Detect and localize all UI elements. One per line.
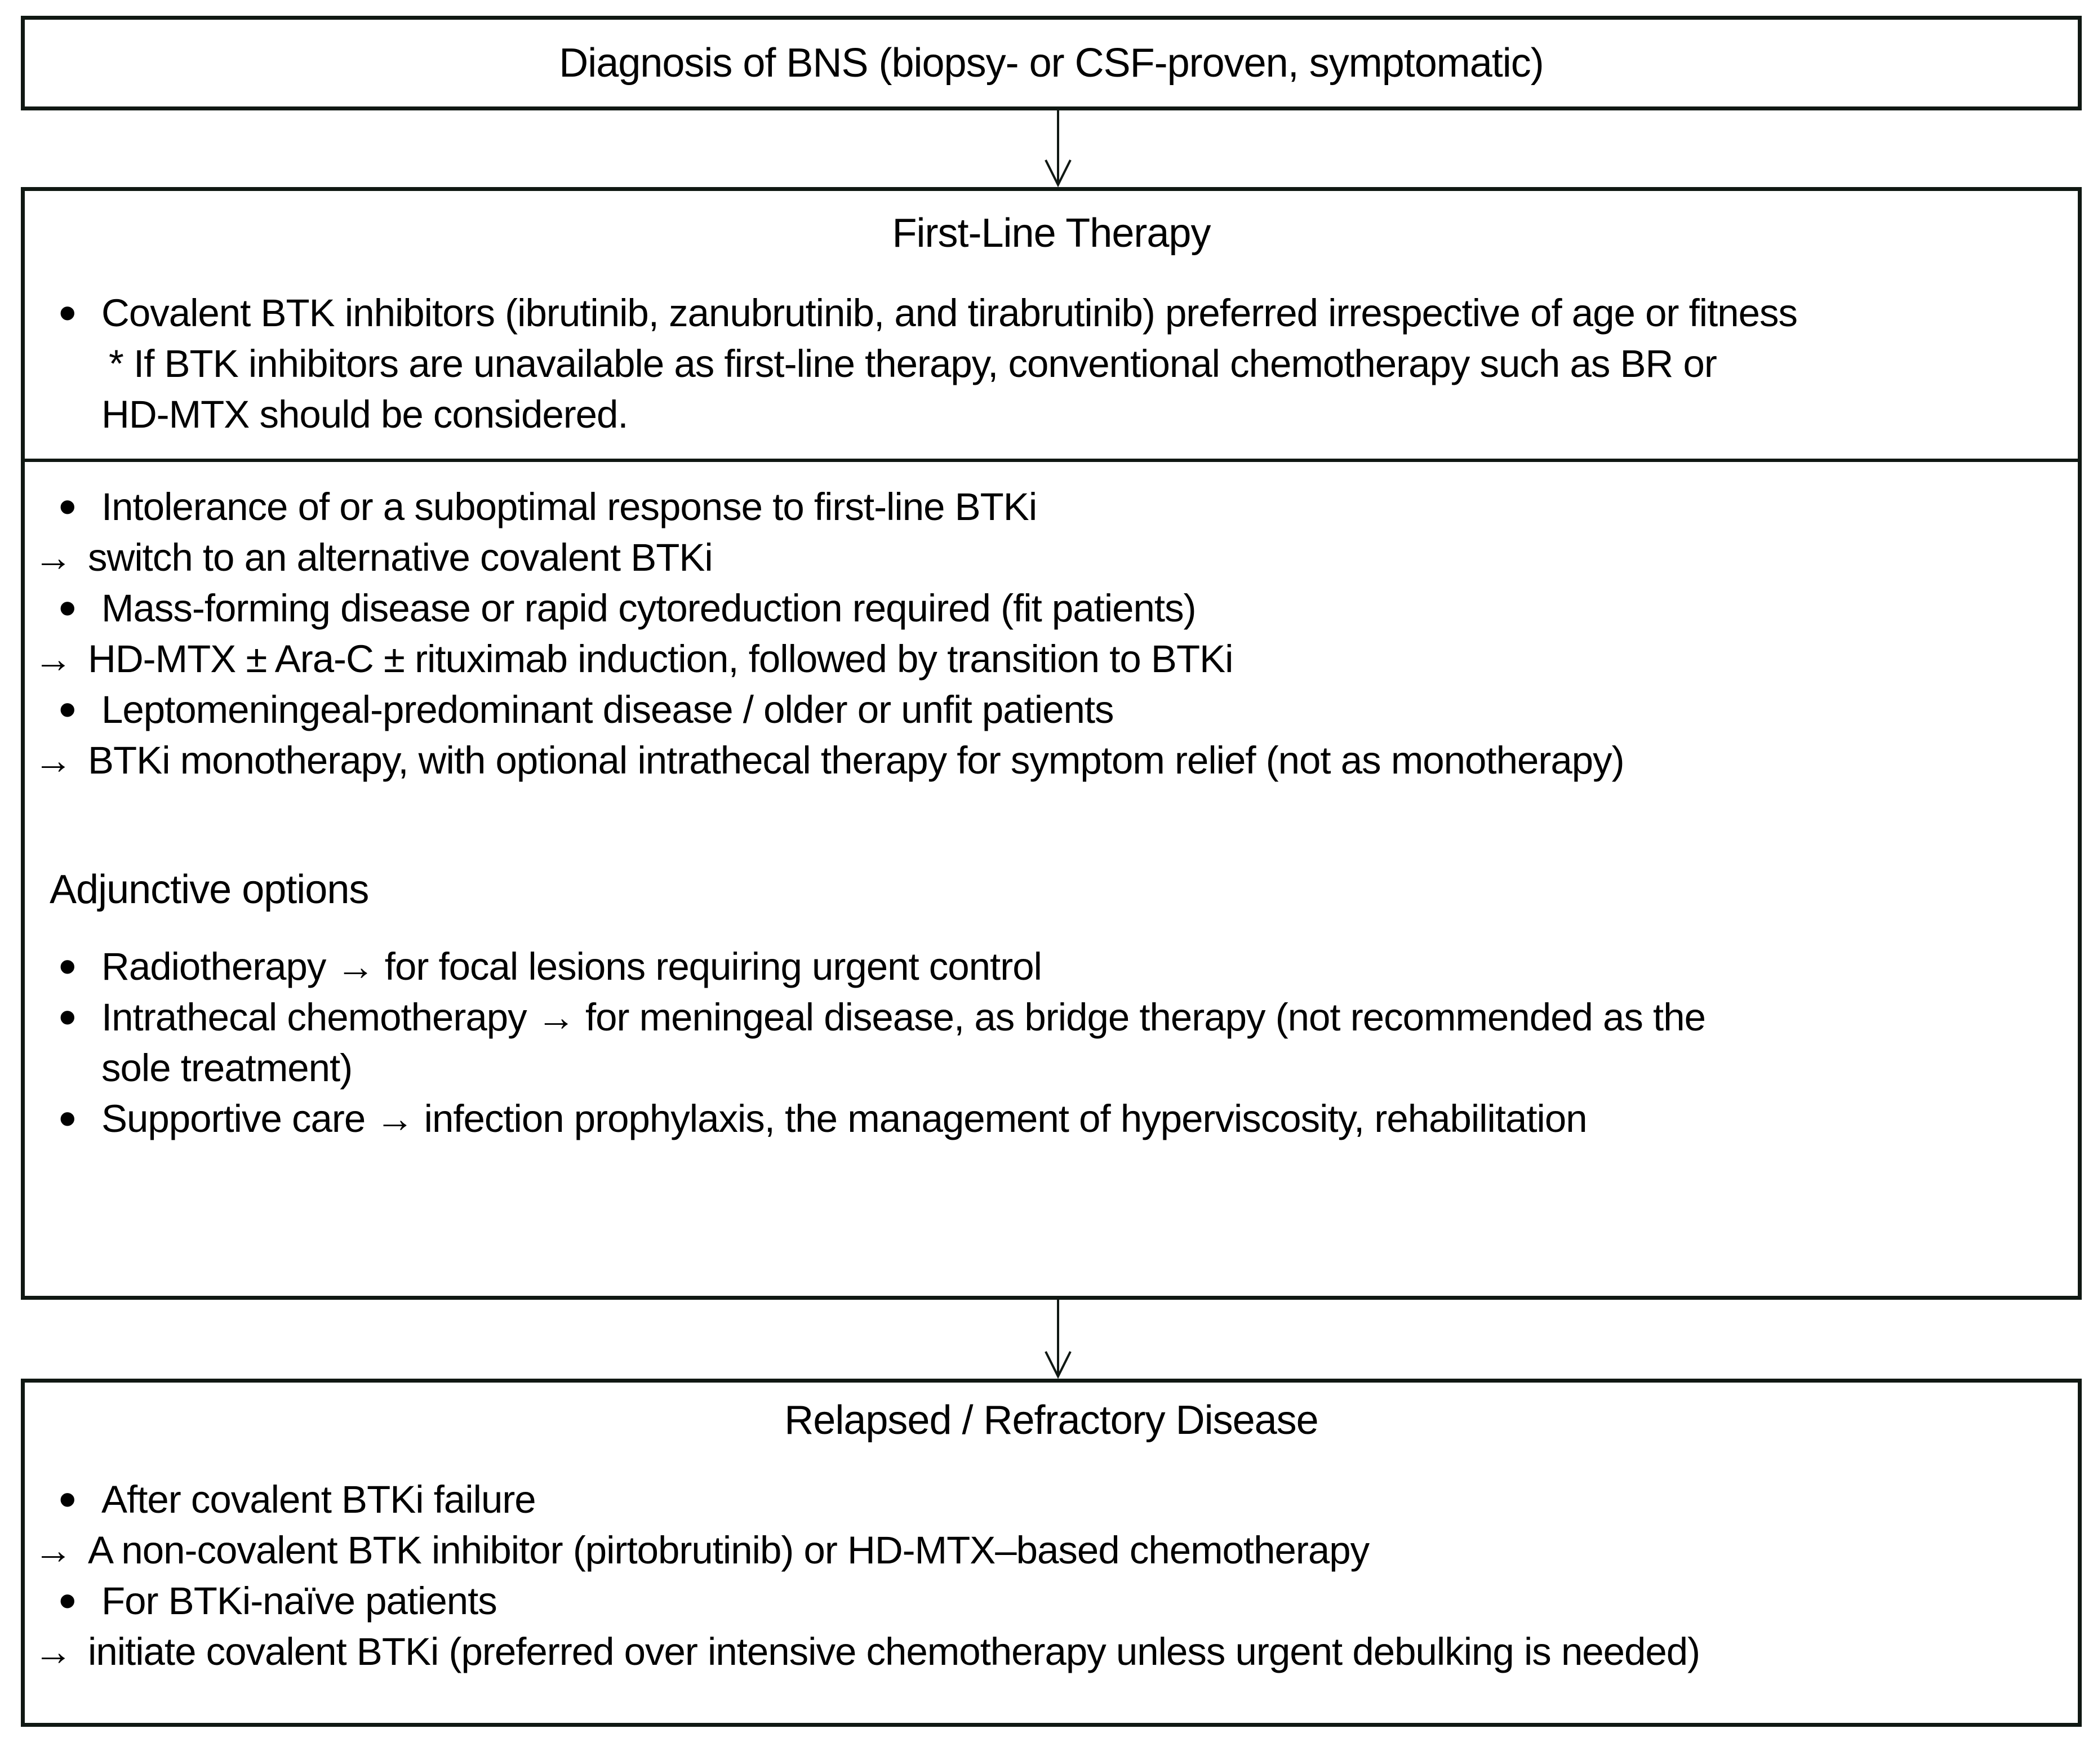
bullet-icon: • [59, 939, 77, 995]
action-item: → HD-MTX ± Ara-C ± rituximab induction, … [25, 634, 2078, 685]
action-item: → BTKi monotherapy, with optional intrat… [25, 735, 2078, 786]
bullet-icon: • [59, 1472, 77, 1528]
list-item-text: Leptomeningeal-predominant disease / old… [101, 688, 1114, 731]
list-item-text: Intrathecal chemotherapy → for meningeal… [101, 996, 1706, 1039]
relapsed-refractory-section: • After covalent BTKi failure → A non-co… [25, 1474, 2078, 1677]
right-arrow-icon: → [34, 637, 73, 681]
list-item: • Intolerance of or a suboptimal respons… [25, 482, 2078, 532]
first-line-therapy-node: First-Line Therapy • Covalent BTK inhibi… [21, 187, 2082, 1300]
down-arrow-icon [1041, 1300, 1075, 1379]
adjunctive-options-section: • Radiotherapy → for focal lesions requi… [25, 941, 2078, 1144]
list-item-text: Intolerance of or a suboptimal response … [101, 485, 1037, 528]
list-item: • For BTKi-naïve patients [25, 1576, 2078, 1627]
continuation-text: HD-MTX should be considered. [101, 393, 629, 436]
first-line-therapy-heading: First-Line Therapy [892, 211, 1211, 256]
footnote-line: * If BTK inhibitors are unavailable as f… [25, 339, 2078, 389]
right-arrow-icon: → [34, 739, 73, 782]
section-divider [25, 459, 2078, 462]
list-item: • Covalent BTK inhibitors (ibrutinib, za… [25, 288, 2078, 339]
down-arrow-icon [1041, 110, 1075, 187]
list-item: • Supportive care → infection prophylaxi… [25, 1094, 2078, 1144]
bullet-icon: • [59, 285, 77, 341]
list-item: • Radiotherapy → for focal lesions requi… [25, 941, 2078, 992]
action-item-text: HD-MTX ± Ara-C ± rituximab induction, fo… [88, 637, 1233, 681]
continuation-line: HD-MTX should be considered. [25, 389, 2078, 440]
list-item-text: Mass-forming disease or rapid cytoreduct… [101, 586, 1197, 630]
action-item-text: initiate covalent BTKi (preferred over i… [88, 1630, 1700, 1673]
bullet-icon: • [59, 989, 77, 1046]
bullet-icon: • [59, 682, 77, 738]
diagnosis-node: Diagnosis of BNS (biopsy- or CSF-proven,… [21, 16, 2082, 110]
right-arrow-icon: → [34, 536, 73, 579]
first-line-top-section: • Covalent BTK inhibitors (ibrutinib, za… [25, 288, 2078, 440]
list-item: • Mass-forming disease or rapid cytoredu… [25, 583, 2078, 634]
list-item-text: Radiotherapy → for focal lesions requiri… [101, 945, 1042, 988]
diagnosis-title: Diagnosis of BNS (biopsy- or CSF-proven,… [559, 41, 1544, 86]
first-line-pathway-section: • Intolerance of or a suboptimal respons… [25, 482, 2078, 786]
action-item-text: BTKi monotherapy, with optional intrathe… [88, 739, 1625, 782]
continuation-text: sole treatment) [101, 1046, 353, 1090]
action-item: → initiate covalent BTKi (preferred over… [25, 1627, 2078, 1677]
bullet-icon: • [59, 580, 77, 637]
action-item: → A non-covalent BTK inhibitor (pirtobru… [25, 1525, 2078, 1576]
bullet-icon: • [59, 1091, 77, 1147]
list-item-text: Covalent BTK inhibitors (ibrutinib, zanu… [101, 291, 1798, 335]
action-item-text: switch to an alternative covalent BTKi [88, 536, 713, 579]
list-item: • After covalent BTKi failure [25, 1474, 2078, 1525]
action-item-text: A non-covalent BTK inhibitor (pirtobruti… [88, 1528, 1370, 1572]
right-arrow-icon: → [34, 1528, 73, 1572]
action-item: → switch to an alternative covalent BTKi [25, 532, 2078, 583]
continuation-line: sole treatment) [25, 1043, 2078, 1094]
list-item-text: For BTKi-naïve patients [101, 1579, 497, 1623]
list-item-text: Supportive care → infection prophylaxis,… [101, 1097, 1588, 1140]
relapsed-refractory-heading: Relapsed / Refractory Disease [784, 1398, 1318, 1443]
bullet-icon: • [59, 1573, 77, 1629]
list-item: • Intrathecal chemotherapy → for meninge… [25, 992, 2078, 1043]
footnote-text: * If BTK inhibitors are unavailable as f… [109, 342, 1717, 385]
adjunctive-options-heading: Adjunctive options [50, 867, 369, 912]
list-item: • Leptomeningeal-predominant disease / o… [25, 685, 2078, 735]
relapsed-refractory-node: Relapsed / Refractory Disease • After co… [21, 1379, 2082, 1727]
list-item-text: After covalent BTKi failure [101, 1478, 536, 1521]
right-arrow-icon: → [34, 1630, 73, 1673]
bullet-icon: • [59, 479, 77, 535]
